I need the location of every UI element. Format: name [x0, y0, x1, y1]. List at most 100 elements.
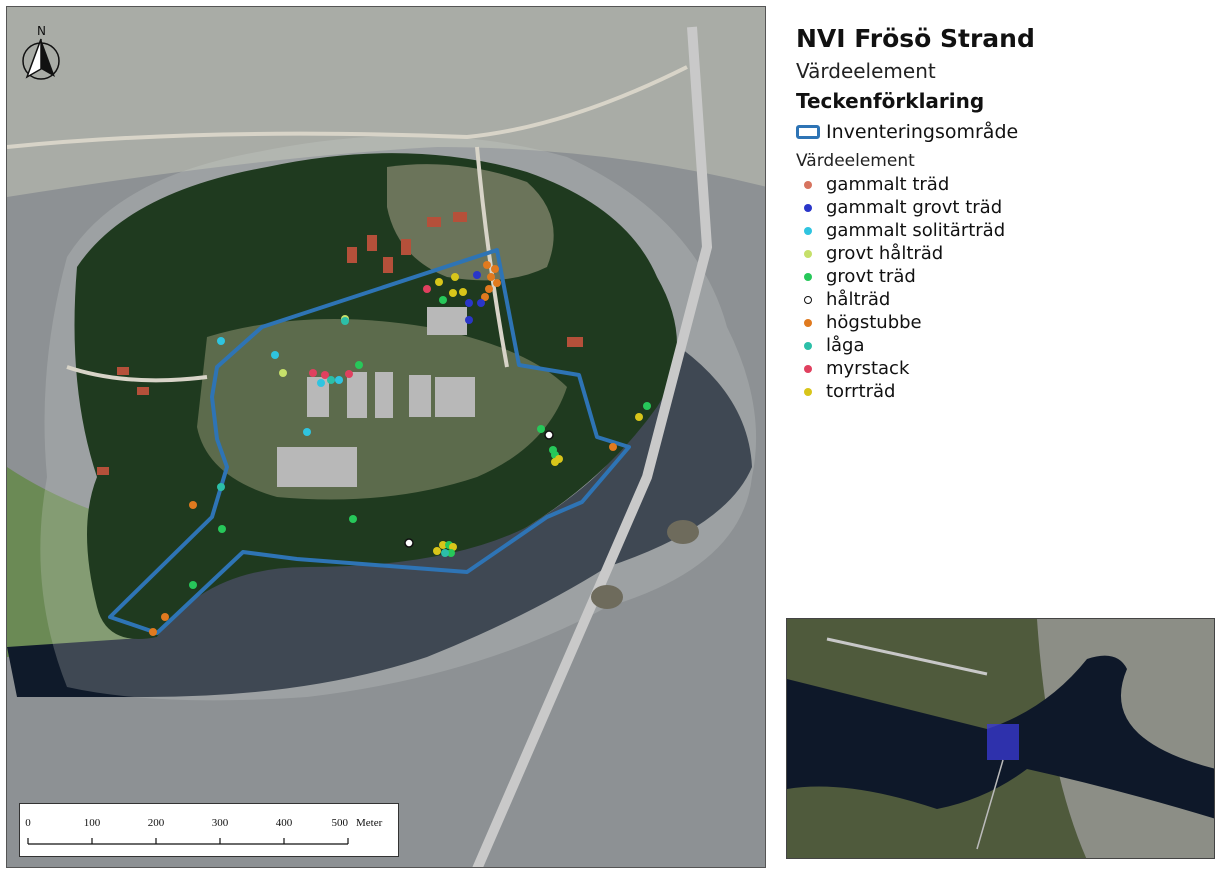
value-element-point[interactable] [341, 317, 349, 325]
bridge-road [472, 26, 713, 867]
legend-label: myrstack [826, 358, 910, 379]
value-element-point[interactable] [189, 501, 197, 509]
value-element-point[interactable] [465, 316, 473, 324]
north-arrow-icon: N [22, 24, 60, 80]
legend-dot-icon [804, 226, 812, 235]
legend-item-8: myrstack [796, 357, 1206, 380]
legend-item-inventory-area: Inventeringsområde [796, 121, 1206, 143]
map-canvas: N [7, 7, 765, 867]
value-element-point[interactable] [279, 369, 287, 377]
inset-runway [826, 637, 988, 676]
value-element-point[interactable] [217, 483, 225, 491]
scale-unit: Meter [356, 817, 383, 829]
legend-label: hålträd [826, 289, 891, 310]
value-element-point[interactable] [459, 288, 467, 296]
value-element-point[interactable] [271, 351, 279, 359]
value-element-points [149, 261, 651, 636]
scale-tick-label: 100 [84, 817, 101, 829]
value-element-point[interactable] [327, 376, 335, 384]
value-element-point[interactable] [435, 278, 443, 286]
value-element-point[interactable] [161, 613, 169, 621]
legend-item-1: gammalt grovt träd [796, 196, 1206, 219]
legend-dot-icon [804, 341, 812, 350]
legend-dot-icon [804, 318, 812, 327]
legend-label: torrträd [826, 381, 896, 402]
value-element-point[interactable] [491, 265, 499, 273]
legend-dot-icon [804, 180, 812, 189]
value-element-point[interactable] [218, 525, 226, 533]
legend-label: gammalt träd [826, 174, 950, 195]
value-element-point[interactable] [544, 430, 554, 440]
value-element-point[interactable] [309, 369, 317, 377]
value-element-point[interactable] [189, 581, 197, 589]
north-clearing [387, 164, 554, 281]
scale-tick-label: 400 [276, 817, 293, 829]
legend-label: högstubbe [826, 312, 922, 333]
value-element-point[interactable] [335, 376, 343, 384]
value-element-point[interactable] [481, 293, 489, 301]
inventory-area-swatch-icon [796, 125, 820, 139]
value-element-point[interactable] [449, 289, 457, 297]
value-element-point[interactable] [149, 628, 157, 636]
legend-label: grovt hålträd [826, 243, 944, 264]
value-element-point[interactable] [303, 428, 311, 436]
legend-label: grovt träd [826, 266, 916, 287]
buildings [277, 307, 475, 487]
value-element-point[interactable] [451, 273, 459, 281]
legend-heading: Teckenförklaring [796, 89, 985, 113]
value-element-point[interactable] [477, 299, 485, 307]
value-element-point[interactable] [635, 413, 643, 421]
urban-area-north [7, 7, 765, 197]
legend-dot-icon [804, 249, 812, 258]
value-element-point[interactable] [404, 538, 414, 548]
inventory-area-boundary[interactable] [108, 248, 631, 635]
value-element-point[interactable] [487, 273, 495, 281]
legend-item-5: hålträd [796, 288, 1206, 311]
value-element-point[interactable] [433, 547, 441, 555]
value-element-point[interactable] [609, 443, 617, 451]
value-element-point[interactable] [439, 296, 447, 304]
value-element-point[interactable] [473, 271, 481, 279]
value-element-point[interactable] [643, 402, 651, 410]
island-1 [591, 585, 623, 609]
value-element-point[interactable] [447, 549, 455, 557]
value-element-point[interactable] [485, 285, 493, 293]
value-element-point[interactable] [537, 425, 545, 433]
inset-map-canvas [787, 619, 1214, 858]
value-element-point[interactable] [355, 361, 363, 369]
value-element-point[interactable] [439, 541, 447, 549]
scale-tick-label: 0 [25, 817, 31, 829]
value-element-point[interactable] [317, 379, 325, 387]
map-title: NVI Frösö Strand [796, 24, 1035, 53]
roads [7, 65, 688, 383]
legend-item-6: högstubbe [796, 311, 1206, 334]
value-element-point[interactable] [465, 299, 473, 307]
scale-tick-label: 200 [148, 817, 165, 829]
legend-label: låga [826, 335, 865, 356]
value-element-point[interactable] [321, 371, 329, 379]
value-element-point[interactable] [217, 337, 225, 345]
inset-map[interactable] [786, 618, 1215, 859]
inset-bridge [976, 759, 1004, 850]
value-element-point[interactable] [423, 285, 431, 293]
map-subtitle: Värdeelement [796, 59, 936, 83]
legend-dot-icon [804, 203, 812, 212]
scale-tick-label: 300 [212, 817, 229, 829]
north-label: N [37, 24, 46, 38]
legend-item-4: grovt träd [796, 265, 1206, 288]
value-element-point[interactable] [555, 455, 563, 463]
legend-dot-icon [804, 387, 812, 396]
value-element-point[interactable] [483, 261, 491, 269]
value-element-point[interactable] [441, 549, 449, 557]
roofs-red [97, 212, 583, 475]
legend-dot-icon [804, 364, 812, 373]
value-element-point[interactable] [349, 515, 357, 523]
inventory-area-label: Inventeringsområde [826, 121, 1019, 143]
value-element-point[interactable] [493, 279, 501, 287]
value-elements-group-title: Värdeelement [796, 151, 915, 171]
island-2 [667, 520, 699, 544]
value-element-point[interactable] [345, 370, 353, 378]
